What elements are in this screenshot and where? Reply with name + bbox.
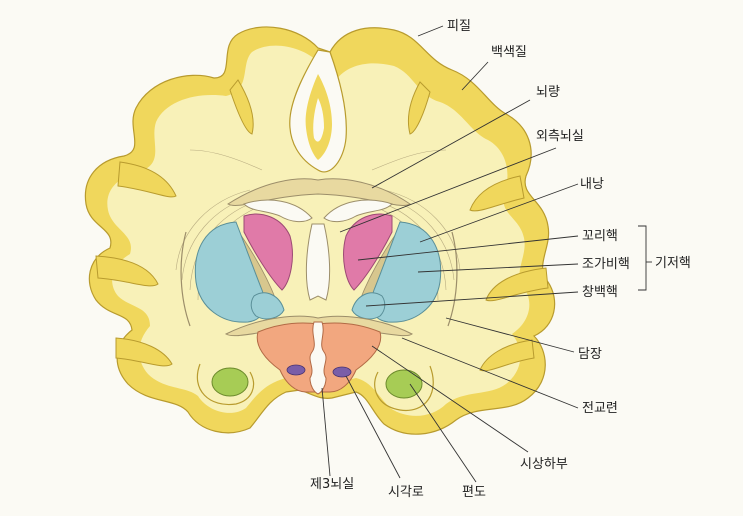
label-third-ventricle: 제3뇌실	[310, 477, 354, 492]
putamen-left	[194, 221, 266, 323]
label-putamen: 조가비핵	[582, 257, 630, 272]
optic-tract-left	[286, 364, 306, 376]
temporal-lobe-right	[374, 365, 434, 411]
claustrum-right	[447, 231, 458, 327]
amygdala-left	[211, 367, 249, 397]
label-caudate: 꼬리핵	[582, 229, 618, 244]
label-group: 피질 백색질 뇌량 외측뇌실 내낭 꼬리핵 조가비핵 창백핵 기저핵 담장 전교…	[310, 19, 691, 500]
septum	[305, 223, 331, 301]
label-hypothalamus: 시상하부	[520, 457, 568, 472]
globus-pallidus-left	[250, 292, 285, 320]
caudate-left	[243, 213, 293, 291]
label-optic-tract: 시각로	[388, 485, 424, 500]
label-internal-capsule: 내낭	[580, 177, 604, 192]
label-anterior-commissure: 전교련	[582, 401, 618, 416]
putamen-right	[370, 221, 442, 323]
temporal-lobe-left	[196, 363, 255, 406]
amygdala-right	[385, 369, 423, 399]
claustrum-left	[180, 231, 191, 327]
optic-tract-right	[332, 366, 352, 378]
label-basal-ganglia: 기저핵	[655, 256, 691, 271]
lateral-ventricle-left	[243, 199, 313, 223]
label-corpus-callosum: 뇌량	[536, 85, 560, 100]
label-cortex: 피질	[447, 19, 471, 34]
label-lateral-ventricle: 외측뇌실	[536, 129, 584, 144]
sulci-group	[95, 79, 549, 372]
label-claustrum: 담장	[578, 347, 602, 362]
caudate-right	[343, 213, 393, 291]
lateral-ventricle-right	[323, 199, 393, 223]
label-amygdala: 편도	[462, 485, 486, 500]
third-ventricle-region	[309, 321, 327, 395]
label-globus-pallidus: 창백핵	[582, 285, 618, 300]
corpus-callosum-region	[227, 178, 411, 206]
label-white-matter: 백색질	[491, 45, 527, 60]
leader-lines	[321, 25, 652, 483]
